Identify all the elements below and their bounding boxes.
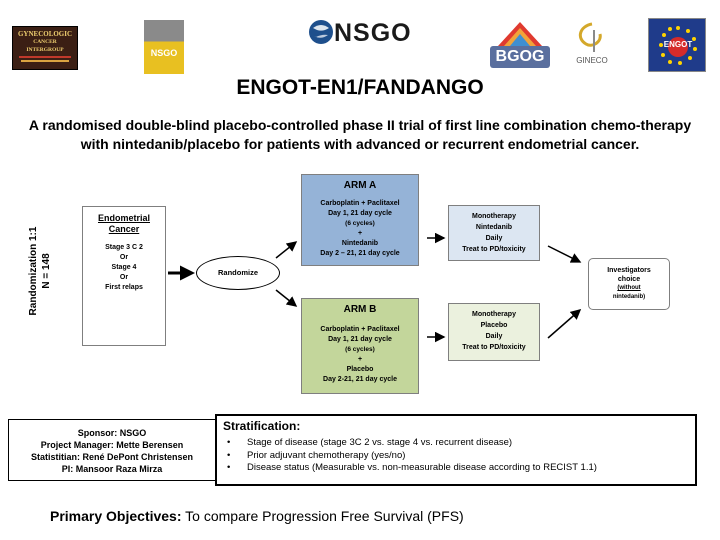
gineco-logo-text: GINECO xyxy=(576,56,608,65)
gcig-logo-line1: GYNECOLOGIC xyxy=(17,30,73,38)
endometrial-title-1: Endometrial xyxy=(97,213,150,223)
mono-a-line-2: Nintedanib xyxy=(475,224,513,231)
stratification-item: Stage of disease (stage 3C 2 vs. stage 4… xyxy=(223,437,695,450)
investigators-line-1: Investigators xyxy=(607,267,651,274)
arm-b-line-5: Placebo xyxy=(346,366,374,373)
engot-logo-text: ENGOT xyxy=(663,40,693,49)
arm-b-line-2: Day 1, 21 day cycle xyxy=(328,336,392,343)
arrow-mono-a-to-investigators xyxy=(547,245,582,263)
arm-a-line-6: Day 2 – 21, 21 day cycle xyxy=(320,250,400,257)
randomize-oval: Randomize xyxy=(196,256,280,290)
arm-a-line-2: Day 1, 21 day cycle xyxy=(328,210,392,217)
monotherapy-b-box: Monotherapy Placebo Daily Treat to PD/to… xyxy=(448,303,540,361)
gineco-logo: GINECO xyxy=(566,22,618,70)
arrow-to-arm-b xyxy=(275,289,298,307)
gcig-logo: GYNECOLOGIC CANCER INTERGROUP xyxy=(12,26,78,70)
arrow-to-arm-a xyxy=(275,241,298,259)
bgog-logo: BGOG xyxy=(488,20,552,72)
investigators-line-4: nintedanib) xyxy=(612,294,646,300)
mono-a-line-4: Treat to PD/toxicity xyxy=(462,246,526,253)
page-title: ENGOT-EN1/FANDANGO xyxy=(236,76,484,99)
nsgo-yellow-logo-text: NSGO xyxy=(150,48,178,58)
stratification-heading: Stratification: xyxy=(223,419,301,433)
endometrial-line-5: First relaps xyxy=(105,284,143,291)
endometrial-cancer-box: Endometrial Cancer Stage 3 C 2 Or Stage … xyxy=(82,206,166,346)
monotherapy-a-box: Monotherapy Nintedanib Daily Treat to PD… xyxy=(448,205,540,261)
sponsor-line-3: Statistitian: René DePont Christensen xyxy=(30,452,194,462)
arm-a-line-3: (6 cycles) xyxy=(345,220,375,227)
bgog-logo-text: BGOG xyxy=(490,46,550,68)
gineco-swirl-icon xyxy=(578,22,602,52)
endometrial-line-1: Stage 3 C 2 xyxy=(105,244,143,251)
randomize-label: Randomize xyxy=(217,268,258,277)
stratification-item: Disease status (Measurable vs. non-measu… xyxy=(223,462,695,475)
eu-stars-icon xyxy=(659,26,697,65)
engot-logo: ENGOT xyxy=(648,18,706,72)
arm-b-box: ARM B Carboplatin + Paclitaxel Day 1, 21… xyxy=(301,298,419,394)
arrow-mono-b-to-investigators xyxy=(547,309,582,339)
arm-a-box: ARM A Carboplatin + Paclitaxel Day 1, 21… xyxy=(301,174,419,266)
arm-b-line-6: Day 2-21, 21 day cycle xyxy=(323,376,397,383)
sponsor-box: Sponsor: NSGO Project Manager: Mette Ber… xyxy=(8,419,216,481)
gcig-logo-rule xyxy=(19,56,71,58)
arm-b-title: ARM B xyxy=(343,304,377,315)
page-subtitle: A randomised double-blind placebo-contro… xyxy=(28,117,692,152)
mono-a-line-1: Monotherapy xyxy=(472,213,516,220)
mono-b-line-2: Placebo xyxy=(480,322,508,329)
primary-objectives: Primary Objectives: To compare Progressi… xyxy=(50,508,464,524)
nsgo-yellow-logo: NSGO xyxy=(144,20,184,74)
investigators-line-2: choice xyxy=(617,276,641,283)
arm-a-line-5: Nintedanib xyxy=(341,240,379,247)
endometrial-line-4: Or xyxy=(119,274,129,281)
bgog-shape-icon xyxy=(498,22,542,46)
arm-b-line-1: Carboplatin + Paclitaxel xyxy=(320,326,400,333)
arm-a-line-4: + xyxy=(357,230,363,237)
primary-objectives-label: Primary Objectives: xyxy=(50,508,182,524)
mono-b-line-3: Daily xyxy=(485,333,503,340)
arm-b-line-4: + xyxy=(357,356,363,363)
gcig-logo-rule2 xyxy=(21,60,69,62)
endometrial-line-3: Stage 4 xyxy=(111,264,137,271)
mono-b-line-4: Treat to PD/toxicity xyxy=(462,344,526,351)
investigators-line-3: (without xyxy=(617,285,641,291)
mono-b-line-1: Monotherapy xyxy=(472,311,516,318)
globe-icon xyxy=(309,20,333,44)
endometrial-line-2: Or xyxy=(119,254,129,261)
arm-a-title: ARM A xyxy=(343,180,377,191)
stratification-box: Stratification: Stage of disease (stage … xyxy=(215,414,697,486)
mono-a-line-3: Daily xyxy=(485,235,503,242)
sponsor-line-4: PI: Mansoor Raza Mirza xyxy=(61,464,163,474)
investigators-choice-box: Investigators choice (without nintedanib… xyxy=(588,258,670,310)
arm-b-line-3: (6 cycles) xyxy=(345,346,375,353)
endometrial-title-2: Cancer xyxy=(108,224,140,234)
sponsor-line-2: Project Manager: Mette Berensen xyxy=(40,440,184,450)
arm-a-line-1: Carboplatin + Paclitaxel xyxy=(320,200,400,207)
sponsor-line-1: Sponsor: NSGO xyxy=(77,428,147,438)
gcig-logo-line2: CANCER INTERGROUP xyxy=(26,39,64,53)
primary-objectives-text: To compare Progression Free Survival (PF… xyxy=(181,508,464,524)
nsgo-logo-text: NSGO xyxy=(334,19,412,47)
nsgo-logo: NSGO xyxy=(306,16,418,48)
stratification-item: Prior adjuvant chemotherapy (yes/no) xyxy=(223,450,695,463)
